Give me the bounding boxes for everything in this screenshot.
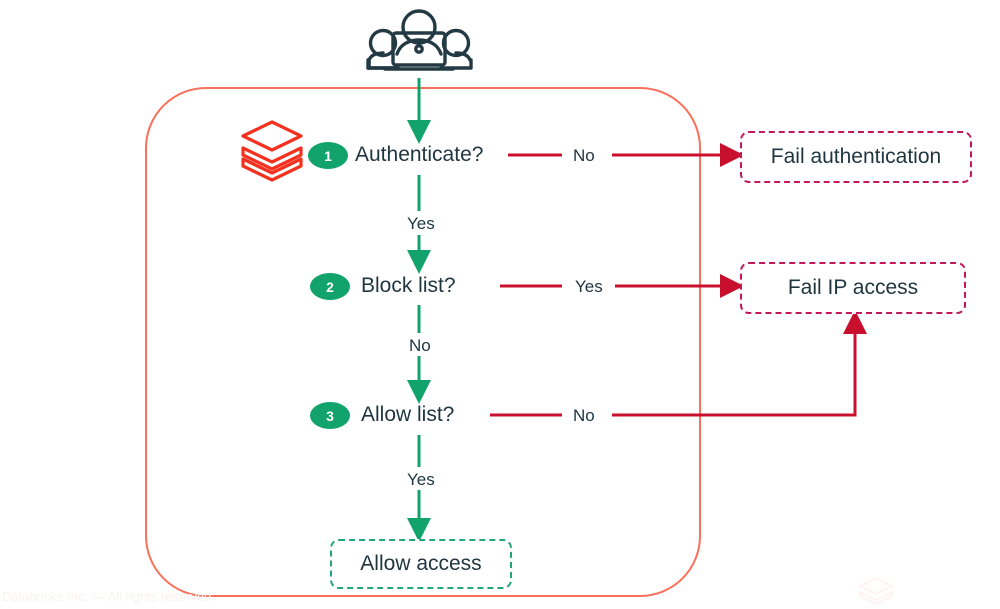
users-with-laptop-icon bbox=[366, 9, 473, 71]
edge-allowlist-no-route bbox=[612, 310, 867, 417]
edge-label-allowlist-no: No bbox=[566, 407, 602, 424]
step-badge-1: 1 bbox=[308, 142, 348, 169]
workspace-boundary-rect bbox=[145, 87, 701, 597]
edge-label-blocklist-no: No bbox=[402, 337, 438, 354]
terminal-fail-ip-access: Fail IP access bbox=[740, 262, 966, 314]
step-badge-3: 3 bbox=[310, 402, 350, 429]
footer-copyright: Databricks Inc. — All rights reserved bbox=[2, 589, 212, 604]
decision-authenticate: Authenticate? bbox=[355, 143, 484, 166]
edge-label-authenticate-yes: Yes bbox=[400, 215, 442, 232]
decision-allow-list: Allow list? bbox=[361, 403, 455, 426]
terminal-allow-access: Allow access bbox=[330, 539, 512, 589]
databricks-watermark-icon bbox=[857, 576, 895, 606]
edge-label-authenticate-no: No bbox=[566, 147, 602, 164]
databricks-logo-icon bbox=[241, 120, 303, 182]
step-badge-2: 2 bbox=[310, 273, 350, 300]
edge-label-allowlist-yes: Yes bbox=[400, 471, 442, 488]
terminal-fail-authentication: Fail authentication bbox=[740, 131, 972, 183]
decision-block-list: Block list? bbox=[361, 274, 456, 297]
edge-label-blocklist-yes: Yes bbox=[568, 278, 610, 295]
